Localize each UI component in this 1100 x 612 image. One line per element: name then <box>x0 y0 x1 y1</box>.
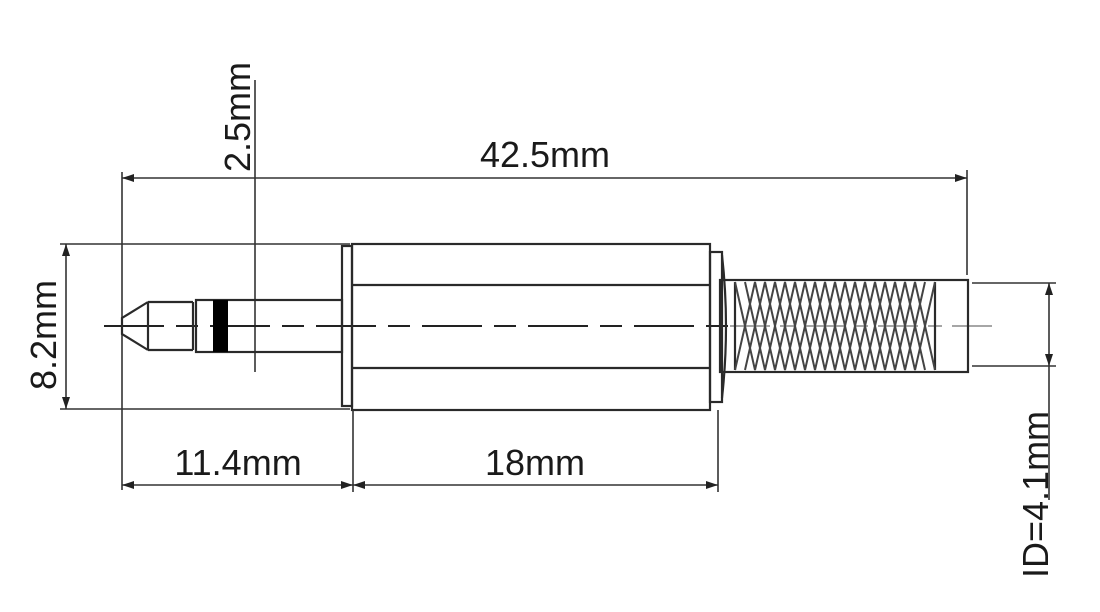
dimension-tip-body: 11.4mm 18mm <box>122 410 719 492</box>
body-length-label: 18mm <box>485 442 585 483</box>
tip-length-label: 11.4mm <box>174 442 301 483</box>
dimension-overall-length: 42.5mm <box>121 134 968 490</box>
overall-length-label: 42.5mm <box>480 134 610 175</box>
cable-id-label: ID=4.1mm <box>1015 411 1056 578</box>
dimension-cable-id: ID=4.1mm <box>972 282 1056 578</box>
dimension-diameter: 8.2mm <box>23 243 350 410</box>
plug-tip <box>120 300 195 352</box>
rear-cap <box>708 250 728 404</box>
strain-relief-spring <box>718 278 970 374</box>
diameter-label: 8.2mm <box>23 280 64 390</box>
dimension-band-position: 2.5mm <box>217 62 258 372</box>
insulator-band <box>213 300 228 352</box>
band-position-label: 2.5mm <box>217 62 258 172</box>
